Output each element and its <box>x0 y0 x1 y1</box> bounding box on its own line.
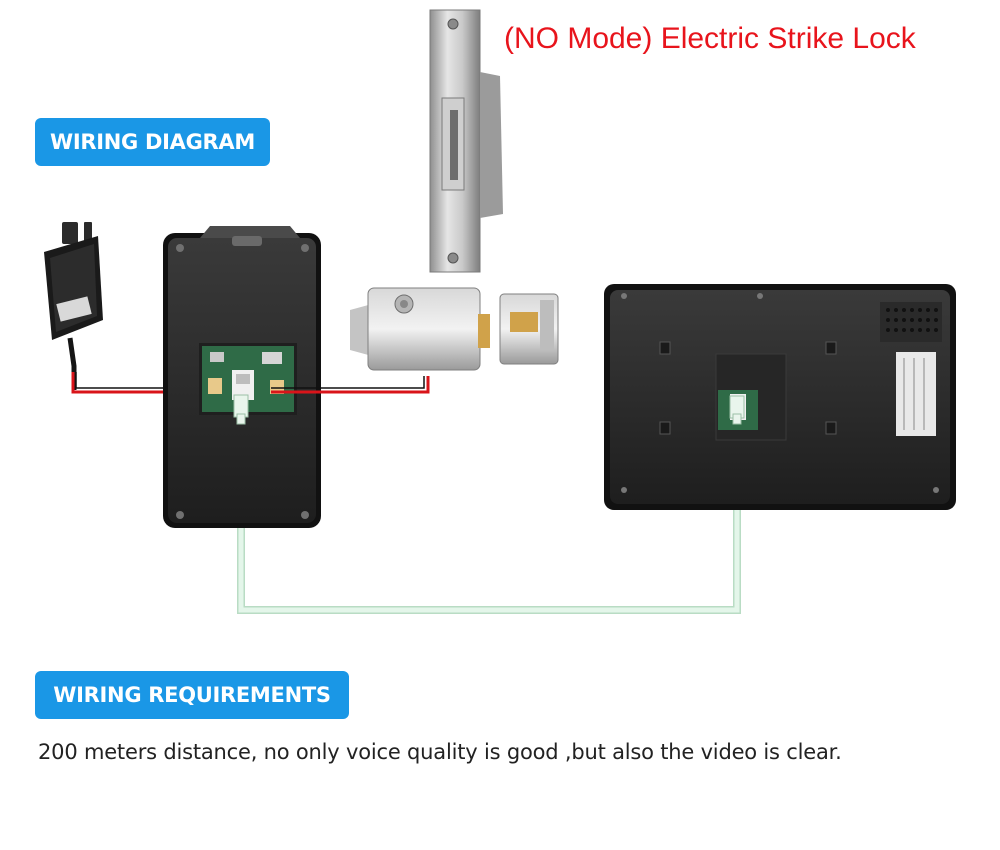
monitor-speaker-grille <box>880 302 942 342</box>
monitor-network-connector <box>729 395 745 425</box>
power-adapter-icon <box>44 222 103 390</box>
diagram-title: (NO Mode) Electric Strike Lock <box>504 22 916 55</box>
wiring-requirements-badge: WIRING REQUIREMENTS <box>35 671 349 719</box>
indoor-monitor <box>604 284 956 510</box>
wiring-requirements-text: 200 meters distance, no only voice quali… <box>38 740 842 764</box>
wiring-diagram-badge: WIRING DIAGRAM <box>35 118 270 166</box>
camera-network-connector <box>233 394 249 425</box>
electric-strike-lock <box>429 9 503 273</box>
monitor-model-label <box>896 352 936 436</box>
outdoor-camera-unit <box>163 226 321 528</box>
lock-wires <box>271 376 430 394</box>
electric-rim-lock <box>350 287 559 371</box>
